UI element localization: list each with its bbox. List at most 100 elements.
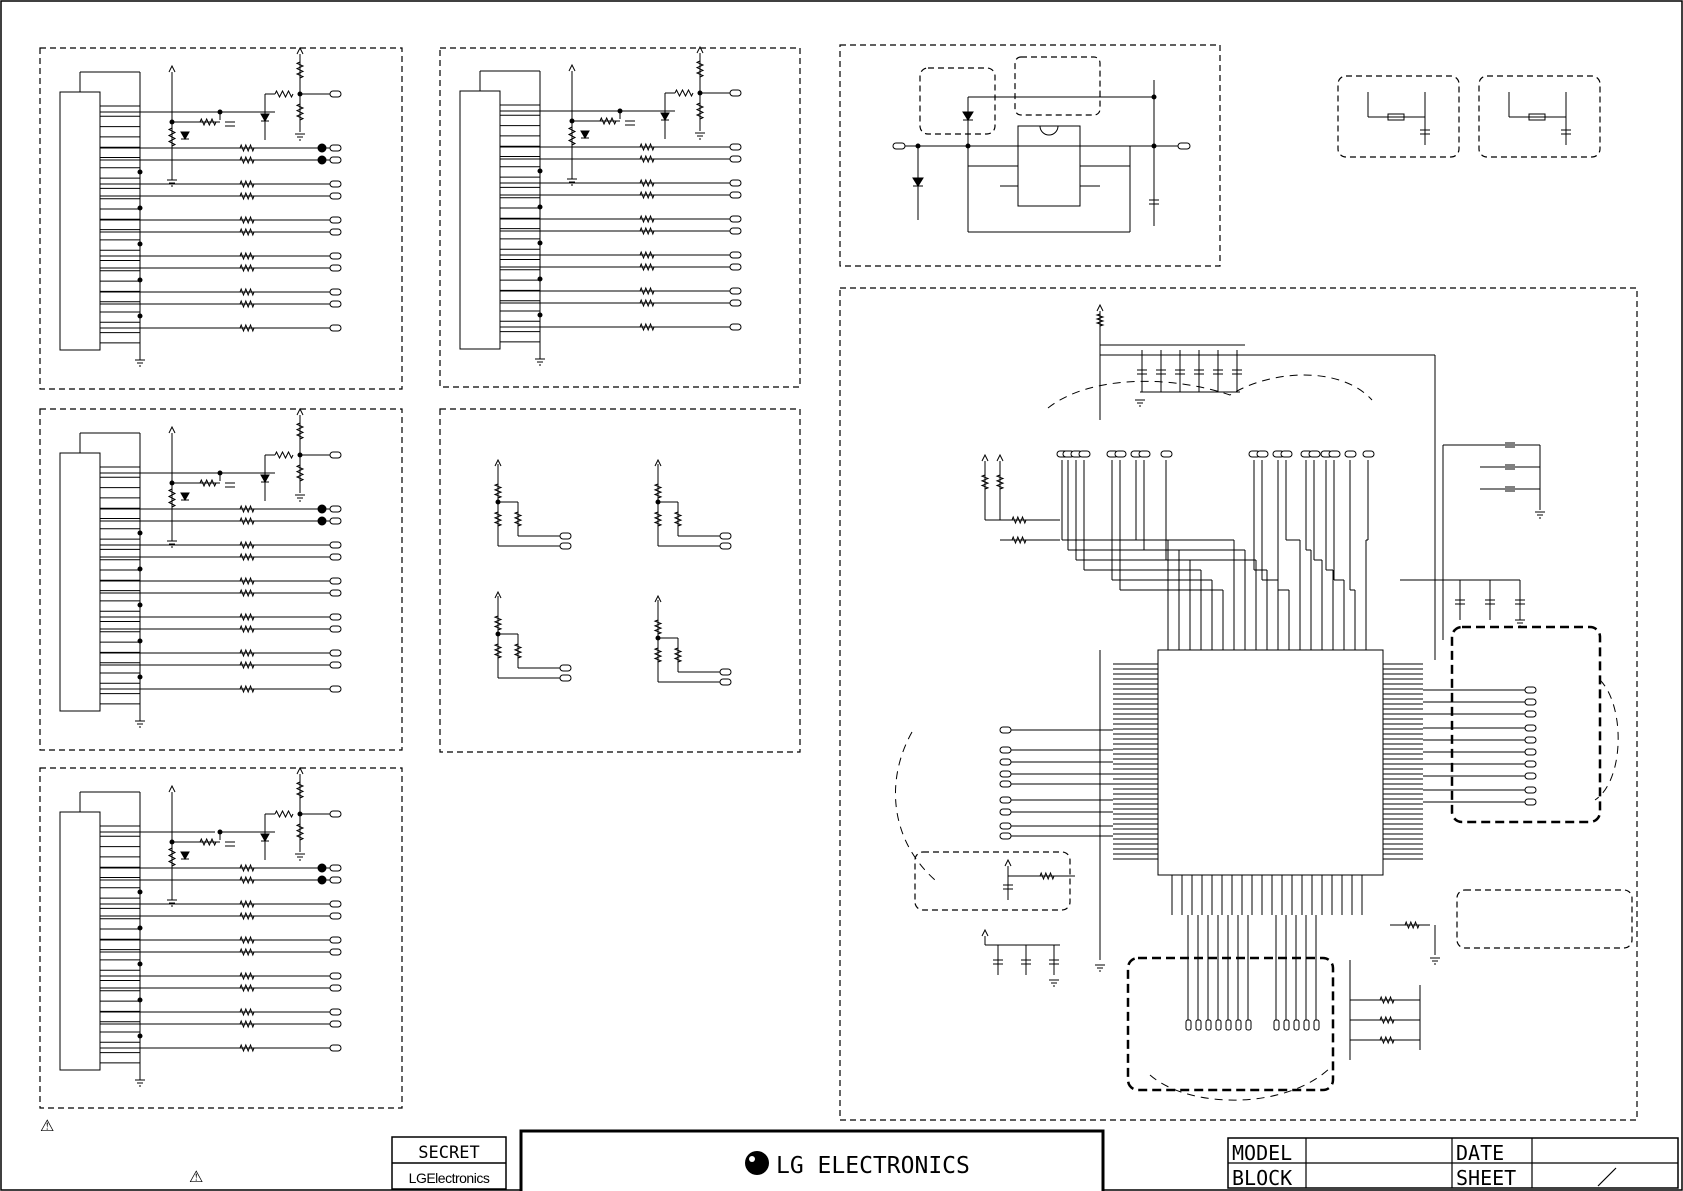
terminal-pin bbox=[1078, 450, 1091, 458]
terminal-pin bbox=[729, 227, 742, 235]
title-block: SECRET LGElectronics LG ELECTRONICS MODE… bbox=[40, 1118, 1679, 1191]
diode-symbol bbox=[180, 851, 190, 861]
terminal-pin bbox=[329, 876, 342, 884]
resistor-symbol bbox=[995, 474, 1005, 490]
terminal-pin bbox=[1283, 1019, 1290, 1031]
diode-symbol bbox=[180, 131, 190, 141]
terminal-pin bbox=[999, 822, 1012, 830]
power-arrow-icon bbox=[168, 64, 176, 73]
junction-dot bbox=[137, 205, 143, 211]
terminal-pin bbox=[1195, 1019, 1202, 1031]
terminal-pin bbox=[999, 746, 1012, 754]
power-arrow-icon bbox=[1004, 858, 1012, 867]
junction-dot bbox=[137, 1033, 143, 1039]
junction-dot bbox=[297, 811, 303, 817]
resistor-symbol bbox=[493, 483, 503, 499]
connector-block bbox=[59, 407, 342, 728]
resistor-symbol bbox=[239, 947, 255, 957]
resistor-symbol bbox=[239, 899, 255, 909]
terminal-pin bbox=[329, 216, 342, 224]
connector-block bbox=[59, 46, 342, 367]
terminal-pin bbox=[729, 179, 742, 187]
power-arrow-icon bbox=[296, 407, 304, 416]
junction-dot bbox=[317, 863, 327, 873]
company-logo-text: LG ELECTRONICS bbox=[776, 1153, 970, 1179]
resistor-symbol bbox=[639, 154, 655, 164]
resistor-symbol bbox=[295, 464, 305, 482]
resistor-symbol bbox=[239, 263, 255, 273]
resistor-symbol bbox=[639, 322, 655, 332]
terminal-pin bbox=[719, 542, 732, 550]
terminal-pin bbox=[999, 770, 1012, 778]
junction-dot bbox=[655, 499, 661, 505]
terminal-pin bbox=[1344, 450, 1357, 458]
junction-dot bbox=[317, 516, 327, 526]
junction-dot bbox=[137, 602, 143, 608]
resistor-symbol bbox=[239, 215, 255, 225]
resistor-symbol bbox=[239, 299, 255, 309]
resistor-symbol bbox=[639, 286, 655, 296]
terminal-pin bbox=[1256, 450, 1269, 458]
company-logo-box bbox=[519, 1129, 1105, 1191]
resistor-symbol bbox=[239, 1043, 255, 1053]
warning-icon: ⚠ bbox=[40, 1118, 54, 1135]
resistor-symbol bbox=[695, 102, 705, 120]
divider-network bbox=[493, 590, 572, 682]
resistor-symbol bbox=[167, 847, 177, 867]
resistor-symbol bbox=[239, 179, 255, 189]
resistor-symbol bbox=[295, 781, 305, 799]
terminal-pin bbox=[329, 1008, 342, 1016]
junction-dot bbox=[169, 480, 175, 486]
terminal-pin bbox=[999, 758, 1012, 766]
power-arrow-icon bbox=[1096, 303, 1104, 312]
terminal-pin bbox=[1524, 736, 1537, 744]
junction-dot bbox=[297, 91, 303, 97]
junction-dot bbox=[495, 499, 501, 505]
secret-label: SECRET bbox=[418, 1143, 479, 1163]
resistor-symbol bbox=[239, 504, 255, 514]
resistor-symbol bbox=[239, 971, 255, 981]
main-sub-frame-right bbox=[1456, 889, 1633, 949]
terminal-pin bbox=[329, 451, 342, 459]
terminal-pin bbox=[329, 324, 342, 332]
terminal-pin bbox=[729, 155, 742, 163]
resistor-symbol bbox=[239, 323, 255, 333]
terminal-pin bbox=[559, 664, 572, 672]
divider-network bbox=[653, 458, 732, 550]
terminal-pin bbox=[329, 661, 342, 669]
main-ic-package bbox=[1157, 649, 1384, 876]
main-sub-frame-left bbox=[914, 851, 1071, 911]
connector-block bbox=[459, 45, 742, 366]
connector-block bbox=[59, 766, 342, 1087]
terminal-pin bbox=[329, 505, 342, 513]
power-arrow-icon bbox=[996, 453, 1004, 462]
terminal-pin bbox=[559, 674, 572, 682]
terminal-pin bbox=[1524, 760, 1537, 768]
resistor-symbol bbox=[239, 540, 255, 550]
resistor-symbol bbox=[1379, 995, 1395, 1005]
terminal-pin bbox=[999, 780, 1012, 788]
terminal-pin bbox=[729, 299, 742, 307]
resistor-symbol bbox=[167, 488, 177, 508]
resistor-symbol bbox=[274, 809, 294, 819]
terminal-pin bbox=[329, 685, 342, 693]
junction-dot bbox=[137, 961, 143, 967]
terminal-pin bbox=[329, 156, 342, 164]
main-ic-circuit bbox=[980, 303, 1545, 1060]
sheet-slash bbox=[1597, 1167, 1617, 1187]
terminal-pin bbox=[729, 287, 742, 295]
terminal-pin bbox=[729, 89, 742, 97]
resistor-symbol bbox=[239, 1007, 255, 1017]
resistor-symbol bbox=[239, 143, 255, 153]
resistor-symbol bbox=[199, 837, 217, 847]
power-arrow-icon bbox=[696, 45, 704, 54]
connector-header bbox=[59, 452, 101, 712]
terminal-pin bbox=[329, 90, 342, 98]
power-arrow-icon bbox=[494, 458, 502, 467]
terminal-pin bbox=[329, 1044, 342, 1052]
terminal-pin bbox=[329, 1020, 342, 1028]
junction-dot bbox=[217, 470, 223, 476]
terminal-pin bbox=[1114, 450, 1127, 458]
terminal-pin bbox=[1524, 786, 1537, 794]
junction-dot bbox=[537, 312, 543, 318]
